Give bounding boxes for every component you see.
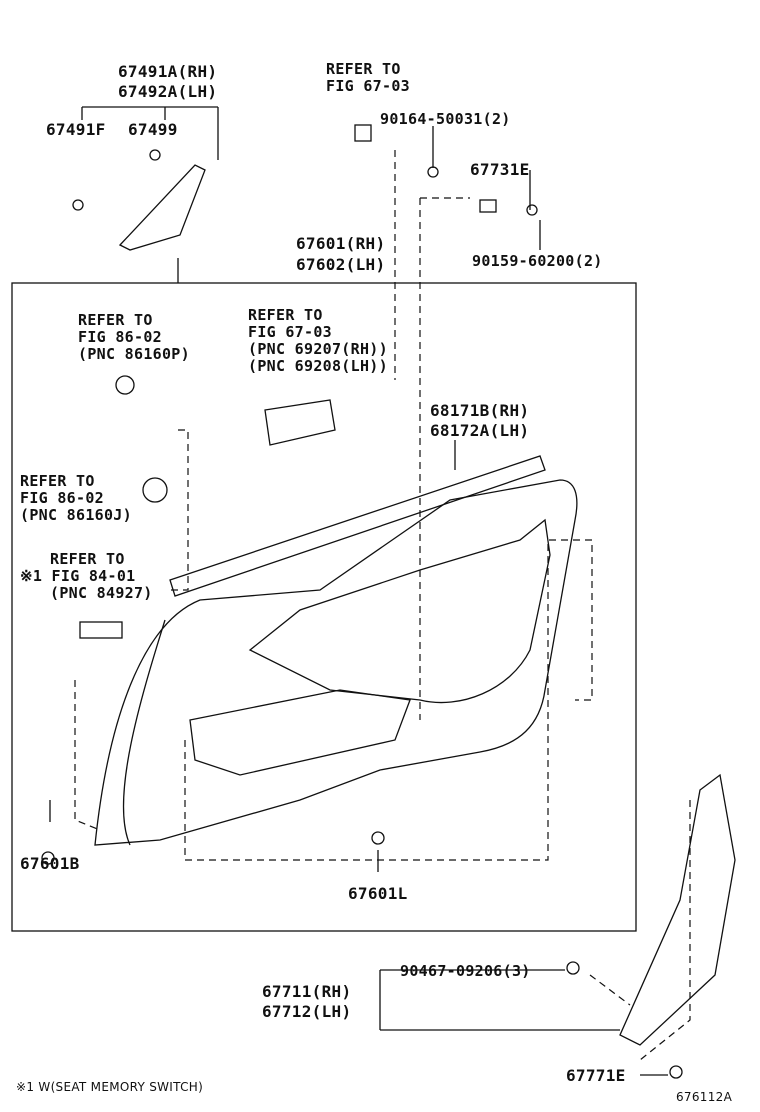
label-refer-67-03-top-b: FIG 67-03 (326, 77, 410, 95)
label-67499: 67499 (128, 120, 178, 139)
label-refer-86-02-b2: FIG 86-02 (20, 489, 104, 507)
label-90467: 90467-09206(3) (400, 962, 531, 980)
door-trim-panel (94, 479, 578, 846)
label-68172a: 68172A(LH) (430, 421, 530, 440)
lower-cover (619, 773, 736, 1046)
label-67711: 67711(RH) (262, 982, 352, 1001)
label-refer-86-02-a2: FIG 86-02 (78, 328, 162, 346)
label-refer-84-01-a: REFER TO (50, 550, 125, 568)
label-67601: 67601(RH) (296, 234, 386, 253)
label-refer-86-02-a1: REFER TO (78, 311, 153, 329)
label-67601b: 67601B (20, 854, 80, 873)
mirror-cover (118, 164, 206, 251)
label-refer-86-02-b1: REFER TO (20, 472, 95, 490)
label-67491f: 67491F (46, 120, 106, 139)
label-pnc-86160p: (PNC 86160P) (78, 345, 190, 363)
label-refer-67-03-b1: REFER TO (248, 306, 323, 324)
label-67712: 67712(LH) (262, 1002, 352, 1021)
label-67492a: 67492A(LH) (118, 82, 218, 101)
label-67771e: 67771E (566, 1066, 626, 1085)
label-pnc-69208: (PNC 69208(LH)) (248, 357, 388, 375)
label-90164: 90164-50031(2) (380, 110, 511, 128)
label-67731e: 67731E (470, 160, 530, 179)
label-67602: 67602(LH) (296, 255, 386, 274)
belt-molding (169, 455, 546, 597)
figure-id: 676112A (676, 1090, 733, 1104)
label-90159: 90159-60200(2) (472, 252, 603, 270)
label-pnc-86160j: (PNC 86160J) (20, 506, 132, 524)
label-refer-84-01-b: ※1 FIG 84-01 (20, 567, 136, 585)
label-refer-67-03-b2: FIG 67-03 (248, 323, 332, 341)
label-pnc-69207: (PNC 69207(RH)) (248, 340, 388, 358)
label-pnc-84927: (PNC 84927) (50, 584, 153, 602)
footnote: ※1 W(SEAT MEMORY SWITCH) (16, 1080, 204, 1094)
label-67601l: 67601L (348, 884, 408, 903)
main-assembly-frame (11, 282, 637, 932)
label-refer-67-03-top-a: REFER TO (326, 60, 401, 78)
label-67491a: 67491A(RH) (118, 62, 218, 81)
label-68171b: 68171B(RH) (430, 401, 530, 420)
